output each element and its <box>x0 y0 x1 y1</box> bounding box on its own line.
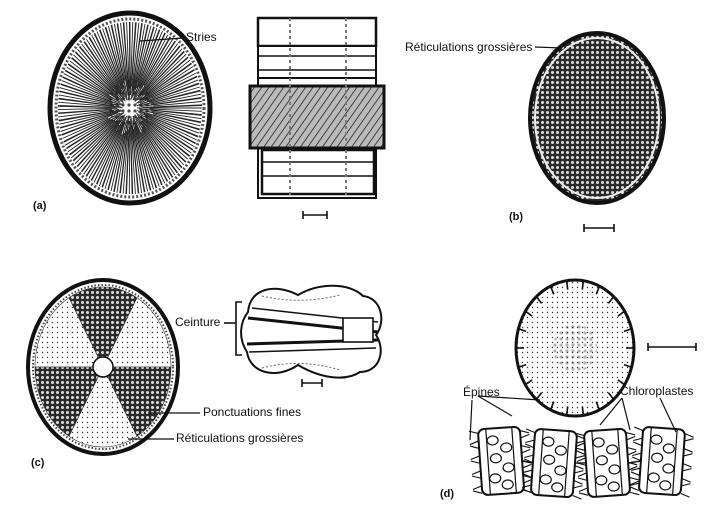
panel-d-cell-chain <box>469 426 694 499</box>
panel-d-valve <box>516 280 634 416</box>
scale-bar-b <box>584 224 614 232</box>
panel-c-valve <box>28 280 178 454</box>
panel-b-valve <box>530 33 664 203</box>
scale-bar-c <box>302 379 322 387</box>
panel-c-girdle-view <box>241 286 381 378</box>
panel-letter-a: (a) <box>33 200 46 212</box>
label-epines: Épines <box>463 385 500 399</box>
panel-letter-d: (d) <box>440 488 454 500</box>
panel-a-girdle-view <box>250 18 384 198</box>
label-ponctuations-fines: Ponctuations fines <box>203 405 301 419</box>
label-chloroplastes: Chloroplastes <box>620 384 693 398</box>
panel-letter-c: (c) <box>31 457 44 469</box>
ceinture-bracket <box>224 302 242 355</box>
label-reticulations-b: Réticulations grossières <box>405 40 532 54</box>
label-reticulations-c: Réticulations grossières <box>176 431 303 445</box>
panel-letter-b: (b) <box>509 211 523 223</box>
label-stries: Stries <box>186 30 217 44</box>
label-ceinture: Ceinture <box>175 315 220 329</box>
scale-bar-d <box>648 343 696 351</box>
scale-bar-a <box>303 211 327 219</box>
